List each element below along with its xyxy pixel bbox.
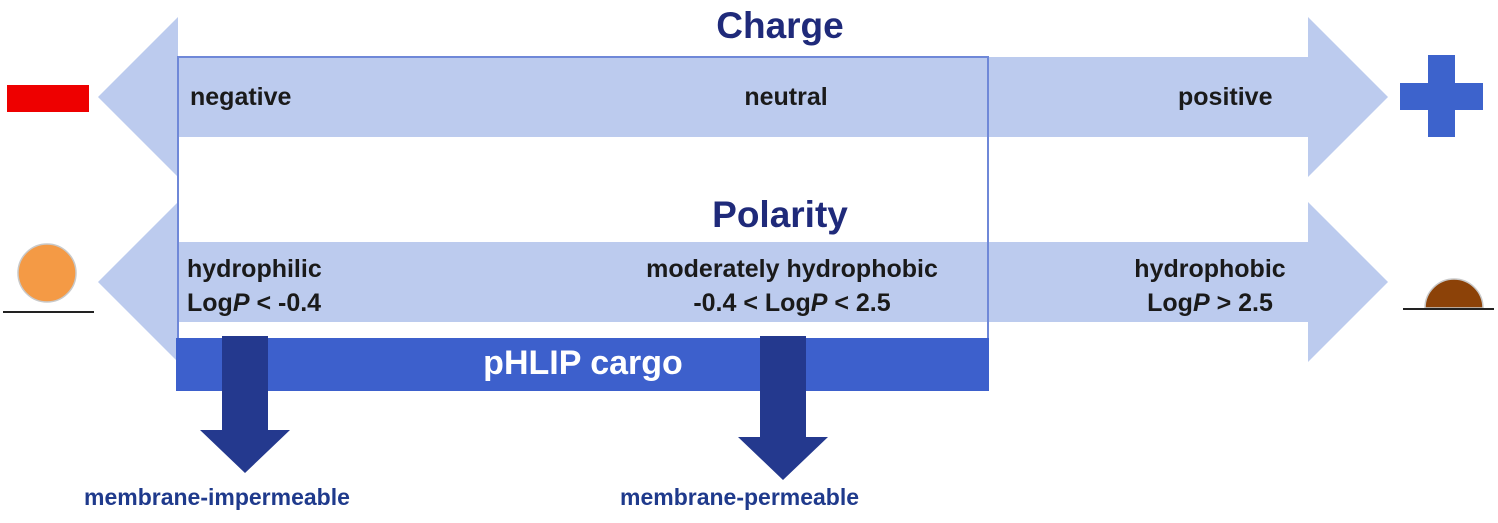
down-arrow-permeable [738, 336, 828, 480]
polarity-title: Polarity [712, 194, 848, 235]
moderate-logp: -0.4 < LogP < 2.5 [693, 289, 891, 317]
cargo-label: pHLIP cargo [483, 344, 683, 382]
hydrophobic-block: hydrophobic LogP > 2.5 [1110, 252, 1310, 320]
outcome-impermeable: membrane-impermeable [84, 484, 350, 510]
minus-icon [7, 85, 89, 112]
hydrophilic-label: hydrophilic [187, 255, 322, 283]
charge-title: Charge [716, 5, 844, 46]
polarity-arrow [98, 202, 1388, 362]
charge-positive-label: positive [1178, 83, 1273, 111]
cargo-bar [176, 338, 989, 391]
moderate-block: moderately hydrophobic -0.4 < LogP < 2.5 [592, 252, 992, 320]
moderate-label: moderately hydrophobic [646, 255, 938, 283]
sphere-on-membrane-icon [3, 243, 94, 313]
outcome-permeable: membrane-permeable [620, 484, 860, 510]
plus-icon [1400, 55, 1483, 137]
charge-negative-label: negative [190, 83, 292, 111]
hydrophobic-label: hydrophobic [1134, 255, 1286, 283]
charge-neutral-label: neutral [744, 83, 828, 111]
hydrophilic-block: hydrophilic LogP < -0.4 [187, 252, 322, 320]
hydrophilic-logp: LogP < -0.4 [187, 289, 322, 317]
down-arrow-impermeable [200, 336, 290, 473]
half-sphere-in-membrane-icon [1403, 278, 1494, 310]
hydrophobic-logp: LogP > 2.5 [1147, 289, 1273, 317]
